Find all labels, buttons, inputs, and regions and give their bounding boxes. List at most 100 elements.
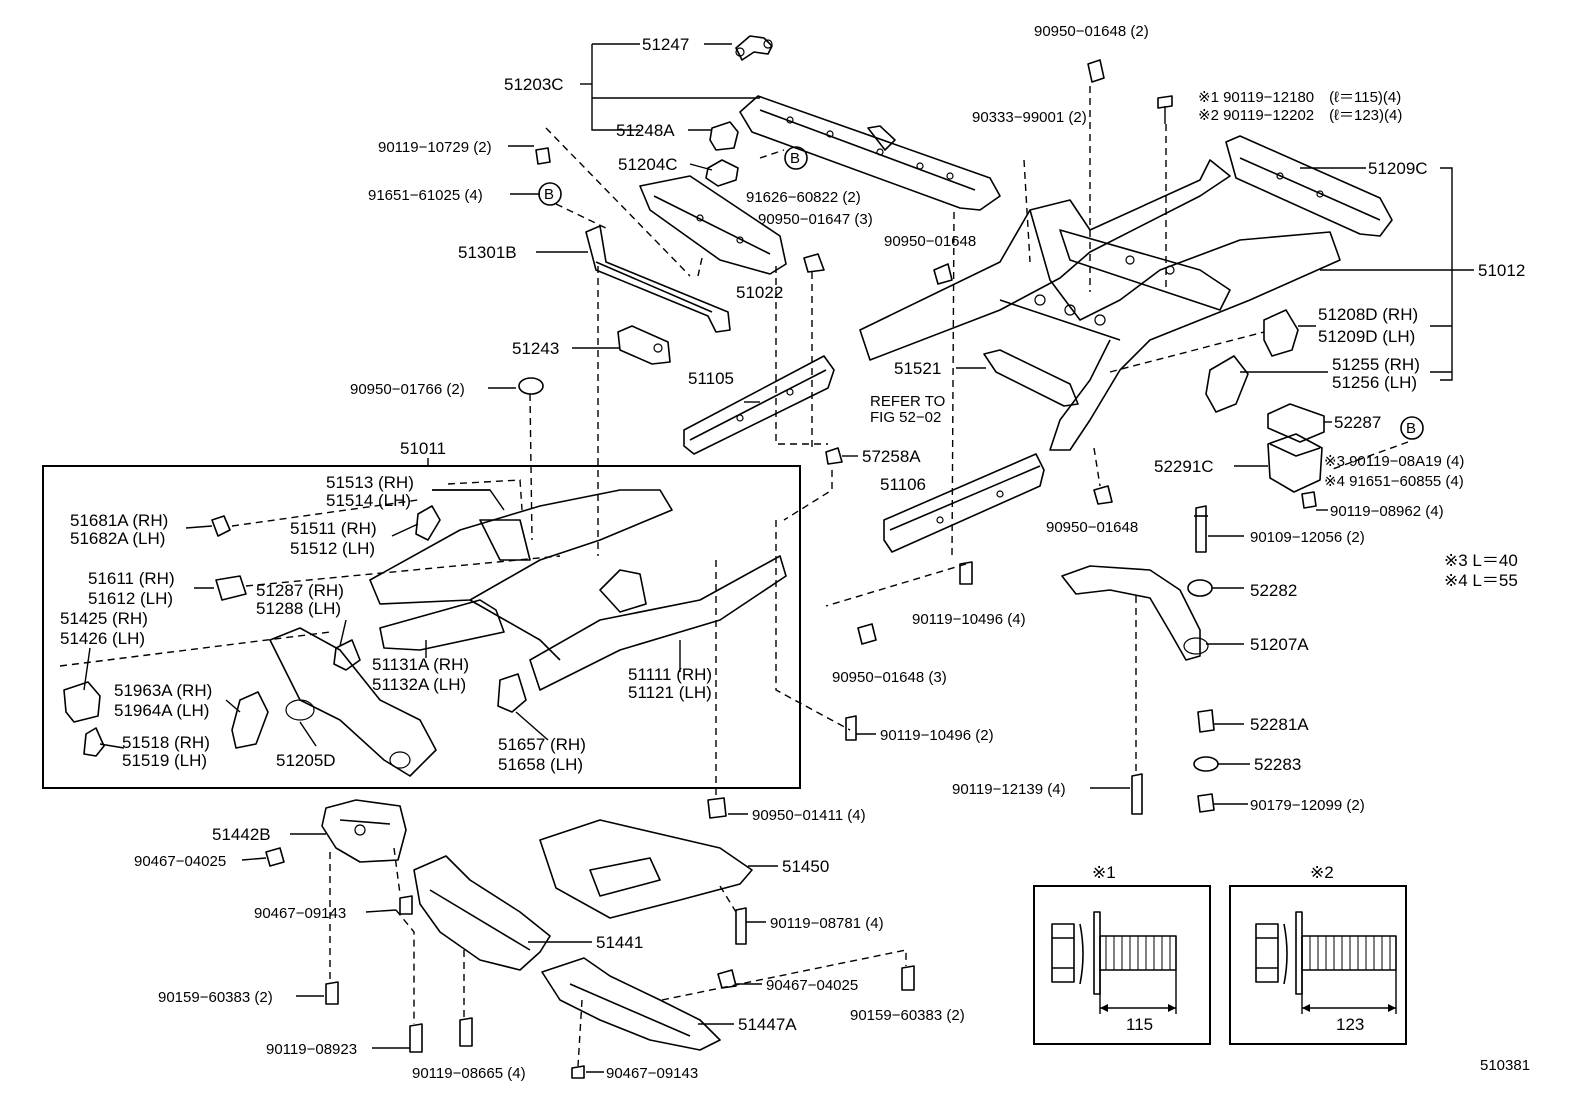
label-51513: 51513 (RH) <box>326 473 414 492</box>
label-90333-99001: 90333−99001 (2) <box>972 109 1087 126</box>
detail-box-1-mark: ※1 <box>1092 863 1116 882</box>
label-90119-10729: 90119−10729 (2) <box>378 139 492 156</box>
label-51022: 51022 <box>736 283 783 302</box>
label-51964a: 51964A (LH) <box>114 701 209 720</box>
fasteners <box>265 59 1317 1079</box>
detail-box-2 <box>1229 885 1407 1045</box>
bracket-51511 <box>415 505 441 541</box>
label-51442b: 51442B <box>212 825 271 844</box>
label-51247: 51247 <box>642 35 689 54</box>
bracket-52291c <box>1267 433 1323 493</box>
label-90950-01647: 90950−01647 (3) <box>758 211 873 228</box>
label-51963a: 51963A (RH) <box>114 681 212 700</box>
label-51521: 51521 <box>894 359 941 378</box>
member-51205d <box>269 627 437 777</box>
label-51209d: 51209D (LH) <box>1318 327 1415 346</box>
label-52282: 52282 <box>1250 581 1297 600</box>
label-51450: 51450 <box>782 857 829 876</box>
label-51203c: 51203C <box>504 75 564 94</box>
label-51514: 51514 (LH) <box>326 491 411 510</box>
label-90119-08923: 90119−08923 <box>266 1041 357 1058</box>
label-90119-08781: 90119−08781 (4) <box>770 915 884 932</box>
label-52281a: 52281A <box>1250 715 1309 734</box>
label-90950-01648-2: 90950−01648 (2) <box>1034 23 1149 40</box>
label-90950-01648-b: 90950−01648 <box>1046 519 1138 536</box>
label-90179-12099: 90179−12099 (2) <box>1250 797 1365 814</box>
label-90950-01648-a: 90950−01648 <box>884 233 976 250</box>
label-90119-10496-4: 90119−10496 (4) <box>912 611 1026 628</box>
skid-plate-51447a <box>541 957 721 1051</box>
label-51121: 51121 (LH) <box>628 683 712 702</box>
label-90119-08962: 90119−08962 (4) <box>1330 503 1444 520</box>
label-51518: 51518 (RH) <box>122 733 210 752</box>
member-51131a <box>379 599 505 651</box>
label-57258a: 57258A <box>862 447 921 466</box>
label-51208d: 51208D (RH) <box>1318 305 1418 324</box>
crossmember-51207a <box>1061 565 1209 661</box>
label-91651-60855: ※4 91651−60855 (4) <box>1324 473 1464 490</box>
label-51105: 51105 <box>688 369 734 388</box>
label-90159-60383-a: 90159−60383 (2) <box>158 989 273 1006</box>
bracket-51657 <box>497 673 527 713</box>
label-51011: 51011 <box>400 439 446 458</box>
label-l40: ※3 L＝40 <box>1444 551 1518 570</box>
label-90119-10496-2: 90119−10496 (2) <box>880 727 994 744</box>
label-51425: 51425 (RH) <box>60 609 148 628</box>
label-52283: 52283 <box>1254 755 1301 774</box>
label-90119-08a19: ※3 90119−08A19 (4) <box>1324 453 1464 470</box>
label-90467-09143-b: 90467−09143 <box>606 1065 698 1082</box>
label-90950-01648-3: 90950−01648 (3) <box>832 669 947 686</box>
label-51441: 51441 <box>596 933 643 952</box>
label-51287: 51287 (RH) <box>256 581 344 600</box>
bracket-51518 <box>83 727 105 757</box>
marker-b-1-text: B <box>790 150 800 167</box>
label-51106: 51106 <box>880 475 926 494</box>
rail-51106 <box>883 453 1045 553</box>
label-90467-09143-a: 90467−09143 <box>254 905 346 922</box>
skid-plate-51450 <box>539 819 753 919</box>
refer-to-line2: FIG 52−02 <box>870 409 941 426</box>
label-51512: 51512 (LH) <box>290 539 375 558</box>
label-51511: 51511 (RH) <box>290 519 377 538</box>
skid-plate-51441 <box>413 855 551 971</box>
label-51611: 51611 (RH) <box>88 569 175 588</box>
crossmember-51203c <box>739 95 1001 211</box>
leader-lines <box>83 43 1474 1073</box>
label-52291c: 52291C <box>1154 457 1214 476</box>
label-90950-01766: 90950−01766 (2) <box>350 381 465 398</box>
label-90119-12180: ※1 90119−12180 (ℓ＝115)(4) <box>1198 89 1401 106</box>
label-51209c: 51209C <box>1368 159 1428 178</box>
detail-box-1-dimension: 115 <box>1126 1015 1153 1034</box>
label-91626-60822: 91626−60822 (2) <box>746 189 861 206</box>
marker-b-2-text: B <box>544 186 554 203</box>
label-51657: 51657 (RH) <box>498 735 586 754</box>
label-51658: 51658 (LH) <box>498 755 583 774</box>
marker-b-2 <box>538 182 562 206</box>
label-51288: 51288 (LH) <box>256 599 341 618</box>
stabilizer-51301b <box>585 225 731 333</box>
crossmember-51209c <box>1225 135 1393 237</box>
label-l55: ※4 L＝55 <box>1444 571 1518 590</box>
label-51255: 51255 (RH) <box>1332 355 1420 374</box>
bracket-51963a <box>231 691 269 749</box>
part-labels: 51247 51203C 51248A 90950−01648 (2) 9033… <box>60 23 1530 1082</box>
label-51256: 51256 (LH) <box>1332 373 1417 392</box>
label-90467-04025-b: 90467−04025 <box>766 977 858 994</box>
label-51207a: 51207A <box>1250 635 1309 654</box>
refer-to-line1: REFER TO <box>870 393 945 410</box>
label-51204c: 51204C <box>618 155 678 174</box>
bracket-51425 <box>63 681 101 723</box>
cushion-51611 <box>215 575 247 601</box>
bracket-51208d <box>1263 309 1299 357</box>
label-90119-08665: 90119−08665 (4) <box>412 1065 526 1082</box>
label-90109-12056: 90109−12056 (2) <box>1250 529 1365 546</box>
bracket-51255 <box>1205 355 1249 413</box>
label-91651-61025: 91651−61025 (4) <box>368 187 483 204</box>
detail-box-2-mark: ※2 <box>1310 863 1334 882</box>
label-51612: 51612 (LH) <box>88 589 173 608</box>
label-51131a: 51131A (RH) <box>372 655 469 674</box>
label-51301b: 51301B <box>458 243 517 262</box>
bracket-51287 <box>333 639 361 671</box>
